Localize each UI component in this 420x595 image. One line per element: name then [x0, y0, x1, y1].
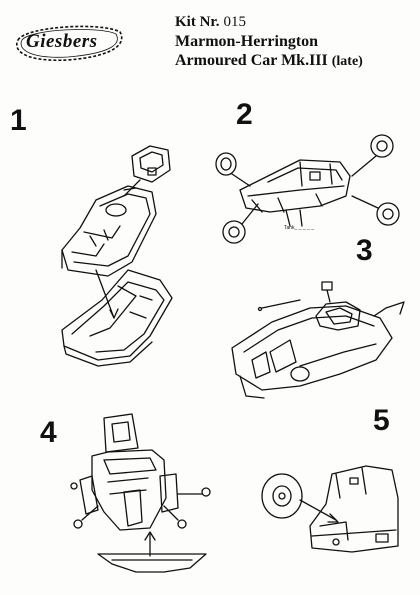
- kit-label: Kit Nr.: [175, 14, 220, 30]
- step-number-5: 5: [373, 404, 390, 437]
- step-3-illustration: [232, 282, 404, 398]
- kit-line: Kit Nr. 015: [175, 12, 415, 32]
- step-4-illustration: [71, 414, 210, 572]
- title-suffix: (late): [331, 54, 363, 69]
- title-line-2: Armoured Car Mk.III (late): [175, 51, 415, 71]
- step-2-illustration: Tank_ _ _ _ _: [216, 135, 399, 243]
- step-number-4: 4: [40, 416, 57, 449]
- step-number-3: 3: [356, 234, 373, 267]
- logo-badge-icon: [16, 25, 123, 62]
- step-1-illustration: [62, 146, 172, 366]
- title-model: Armoured Car Mk.III: [175, 52, 328, 69]
- step-number-2: 2: [236, 98, 253, 131]
- title-block: Kit Nr. 015 Marmon-Herrington Armoured C…: [175, 12, 415, 71]
- title-line-1: Marmon-Herrington: [175, 33, 319, 50]
- brand-logo: Giesbers: [8, 18, 128, 68]
- svg-text:Tank_ _ _ _ _: Tank_ _ _ _ _: [284, 225, 314, 231]
- step-5-illustration: [262, 466, 398, 552]
- kit-number: 015: [223, 14, 246, 30]
- logo-text: Giesbers: [26, 31, 98, 52]
- step-number-1: 1: [10, 104, 27, 137]
